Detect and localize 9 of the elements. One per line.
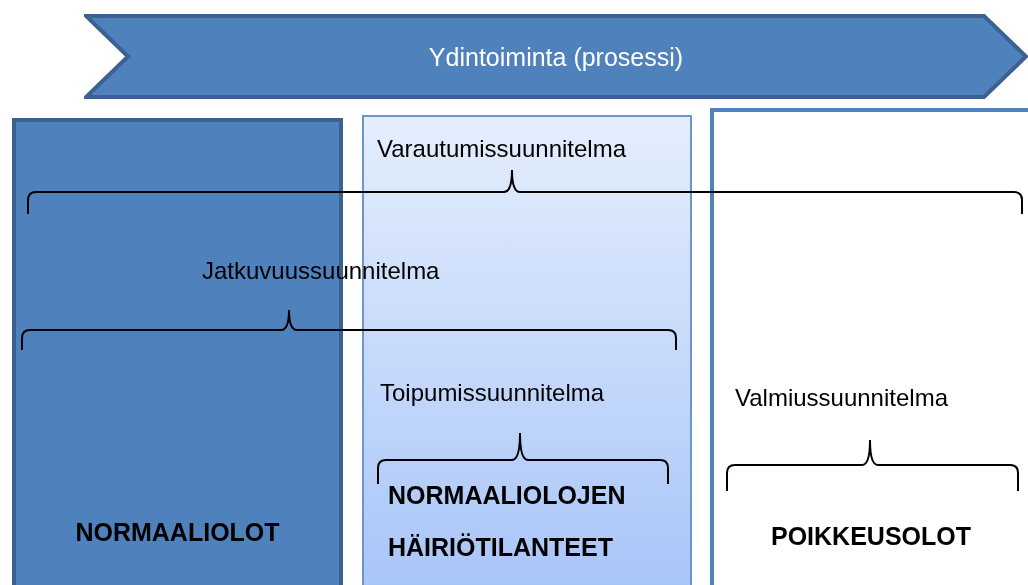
process-chevron (84, 14, 1028, 99)
condition-panel (710, 108, 1028, 585)
plan-label: Valmiussuunnitelma (735, 384, 948, 412)
plan-label: Varautumissuunnitelma (377, 135, 626, 163)
plan-label: Toipumissuunnitelma (380, 379, 605, 407)
process-label: Ydintoiminta (prosessi) (427, 42, 685, 71)
condition-label: NORMAALIOLOJEN HÄIRIÖTILANTEET (388, 480, 627, 563)
condition-label: NORMAALIOLOT (74, 517, 281, 548)
condition-label: POIKKEUSOLOT (770, 521, 972, 552)
